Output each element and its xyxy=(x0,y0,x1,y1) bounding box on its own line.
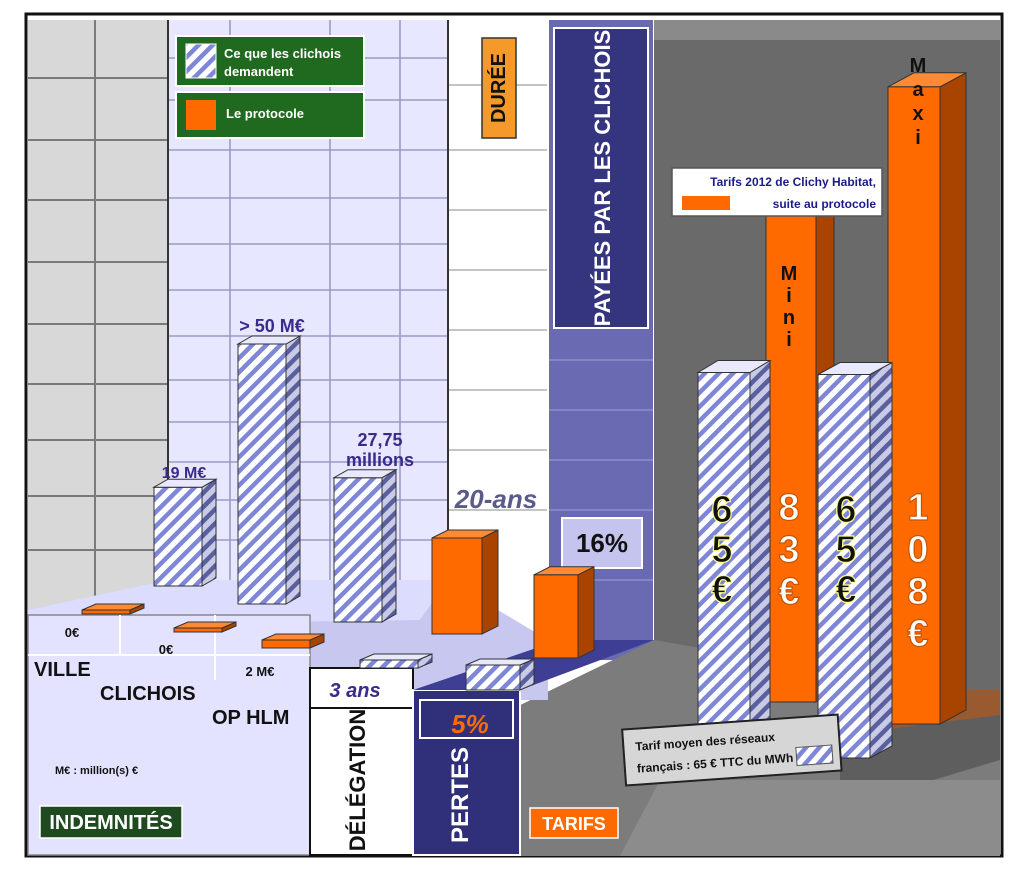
svg-text:M: M xyxy=(910,55,927,77)
svg-text:i: i xyxy=(915,127,921,149)
tarifs-text: TARIFS xyxy=(542,814,606,834)
val-50: > 50 M€ xyxy=(239,316,305,336)
duree-protocol-bar xyxy=(431,529,499,635)
svg-text:8: 8 xyxy=(907,571,928,613)
val-clichois: 0€ xyxy=(159,642,173,657)
tarifs2012-line1: Tarifs 2012 de Clichy Habitat, xyxy=(710,175,876,189)
svg-text:M: M xyxy=(781,263,798,285)
svg-text:n: n xyxy=(783,307,795,329)
tarifs2012-swatch xyxy=(682,196,730,210)
pertes-demand-bar xyxy=(465,658,535,691)
left-wall xyxy=(28,20,168,610)
pct5-label: 5% xyxy=(451,709,489,739)
indemnite-demand-bar-1 xyxy=(152,478,218,587)
tarif-maxi-bar xyxy=(887,71,967,725)
svg-text:x: x xyxy=(912,103,923,125)
tarif-moyen-legend: Tarif moyen des réseaux français : 65 € … xyxy=(621,713,843,787)
legend: Ce que les clichois demandent Le protoco… xyxy=(175,35,365,139)
val-2775-1: 27,75 xyxy=(357,430,402,450)
unit-note: M€ : million(s) € xyxy=(55,765,138,777)
svg-text:5: 5 xyxy=(835,529,856,571)
indemnites-text: INDEMNITÉS xyxy=(49,811,172,834)
tarifs2012-legend: Tarifs 2012 de Clichy Habitat, suite au … xyxy=(671,167,883,217)
duree-label: DURÉE xyxy=(481,37,517,139)
legend-demand-label-2: demandent xyxy=(224,64,294,79)
svg-text:6: 6 xyxy=(835,489,856,531)
ans20-label: 20-ans xyxy=(454,484,537,514)
val-ophlm: 2 M€ xyxy=(246,664,275,679)
svg-text:€: € xyxy=(907,613,928,655)
svg-text:6: 6 xyxy=(711,489,732,531)
tarif-moyen-value-1: 65€ xyxy=(711,488,733,611)
svg-text:i: i xyxy=(786,329,792,351)
cat-ville: VILLE xyxy=(34,659,91,681)
cat-ophlm: OP HLM xyxy=(212,707,289,729)
ans3-label: 3 ans xyxy=(329,680,380,702)
svg-text:€: € xyxy=(778,571,799,613)
indemnite-demand-bar-2 xyxy=(236,335,302,605)
duree-text: DURÉE xyxy=(487,53,510,123)
tarif-moyen-swatch xyxy=(795,744,834,767)
payees-text: PAYÉES PAR LES CLICHOIS xyxy=(590,30,615,327)
tarifs2012-line2: suite au protocole xyxy=(773,197,877,211)
tarif-maxi-value: 108€ xyxy=(907,486,929,655)
duree-demand-bar xyxy=(359,653,433,669)
bars-layer xyxy=(81,71,967,759)
legend-protocol-label: Le protocole xyxy=(226,106,304,121)
cat-clichois: CLICHOIS xyxy=(100,683,196,705)
svg-text:5: 5 xyxy=(711,529,732,571)
tarif-moyen-value-2: 65€ xyxy=(835,488,857,611)
val-2775-2: millions xyxy=(346,450,414,470)
svg-text:a: a xyxy=(912,79,924,101)
indemnite-protocol-bar-1 xyxy=(81,603,145,615)
delegation-text: DÉLÉGATION xyxy=(345,709,370,852)
legend-demand-label: Ce que les clichois xyxy=(224,46,341,61)
tarifs-label: TARIFS xyxy=(529,807,619,839)
val-ville: 0€ xyxy=(65,625,79,640)
legend-protocol-swatch xyxy=(186,100,216,130)
legend-demand-swatch xyxy=(185,43,217,79)
svg-text:1: 1 xyxy=(907,487,928,529)
indemnite-protocol-bar-2 xyxy=(173,621,237,633)
indemnite-demand-bar-3 xyxy=(332,468,398,623)
svg-text:0: 0 xyxy=(907,529,928,571)
svg-text:€: € xyxy=(835,569,856,611)
svg-text:i: i xyxy=(786,285,792,307)
tarif-moyen-bar-2 xyxy=(817,361,893,759)
svg-text:3: 3 xyxy=(778,529,799,571)
indemnite-protocol-bar-3 xyxy=(261,633,325,649)
indemnites-label: INDEMNITÉS xyxy=(39,805,183,839)
tarif-mini-value: 83€ xyxy=(778,486,800,613)
tarif-moyen-bar-1 xyxy=(696,359,772,757)
pct16-label: 16% xyxy=(576,528,628,558)
pertes-text: PERTES xyxy=(447,747,474,843)
svg-text:8: 8 xyxy=(778,487,799,529)
payees-strip xyxy=(547,20,655,660)
val-19: 19 M€ xyxy=(162,465,207,482)
pertes-protocol-bar xyxy=(533,565,595,659)
svg-text:€: € xyxy=(711,569,732,611)
